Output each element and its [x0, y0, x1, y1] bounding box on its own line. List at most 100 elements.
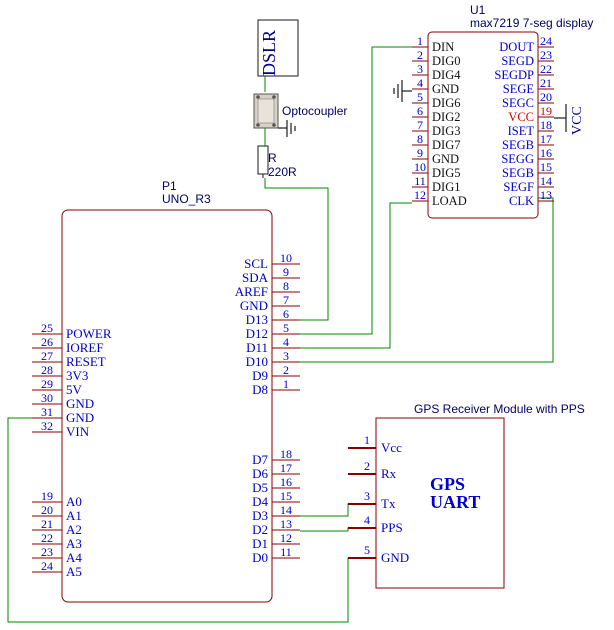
pin-number: 10	[280, 251, 292, 265]
wire-d11-load	[300, 202, 412, 349]
pin-number: 9	[283, 265, 289, 279]
wire-resistor-d13	[264, 178, 329, 321]
pin-number: 13	[280, 517, 292, 531]
pin-name: POWER	[66, 326, 112, 341]
pin-name: A5	[66, 564, 82, 579]
pin-name: D3	[252, 508, 268, 523]
pin-number: 29	[41, 377, 53, 391]
pin-number: 17	[540, 132, 552, 146]
pin-number: 19	[540, 104, 552, 118]
pin-number: 27	[41, 349, 53, 363]
resistor-ref: R	[268, 151, 277, 165]
optocoupler-label: Optocoupler	[282, 104, 347, 118]
vcc-label: VCC	[570, 106, 585, 135]
u1-right-pins: 24DOUT23SEGD22SEGDP21SEGE20SEGC19VCC18IS…	[494, 34, 554, 208]
pin-name: Tx	[381, 496, 396, 511]
pin-name: D8	[252, 382, 268, 397]
pin-number: 5	[417, 90, 423, 104]
pin-number: 19	[41, 489, 53, 503]
pin-number: 11	[414, 174, 426, 188]
pin-name: DIG1	[432, 180, 460, 194]
pin-name: 3V3	[66, 368, 88, 383]
pin-number: 30	[41, 391, 53, 405]
optocoupler-pin	[256, 123, 260, 127]
pin-number: 15	[280, 489, 292, 503]
pin-name: DIG7	[432, 138, 460, 152]
pin-number: 6	[283, 307, 289, 321]
pin-number: 24	[540, 34, 552, 48]
pin-name: A3	[66, 536, 82, 551]
pin-name: SEGG	[501, 152, 534, 166]
pin-name: DIG5	[432, 166, 460, 180]
pin-number: 4	[417, 76, 423, 90]
pin-number: 31	[41, 405, 53, 419]
pin-number: 22	[41, 531, 53, 545]
pin-number: 14	[280, 503, 292, 517]
optocoupler-core	[257, 98, 275, 124]
pin-number: 5	[364, 543, 370, 557]
pin-number: 23	[41, 545, 53, 559]
optocoupler-component: Optocoupler	[253, 93, 347, 146]
pin-name: VIN	[66, 424, 90, 439]
pin-name: D9	[252, 368, 268, 383]
u1-body	[427, 31, 539, 219]
pin-name: DIN	[432, 40, 454, 54]
pin-number: 8	[283, 279, 289, 293]
p1-name: UNO_R3	[162, 192, 211, 206]
pin-number: 32	[41, 419, 53, 433]
pin-number: 14	[540, 174, 552, 188]
pin-name: 5V	[66, 382, 83, 397]
pin-number: 21	[41, 517, 53, 531]
pin-name: GND	[66, 410, 94, 425]
gps-title: GPS Receiver Module with PPS	[414, 402, 585, 416]
pin-number: 10	[414, 160, 426, 174]
pin-name: D1	[252, 536, 268, 551]
pin-number: 2	[364, 459, 370, 473]
optocoupler-pin	[256, 95, 260, 99]
pin-name: GND	[432, 152, 459, 166]
pin-name: D13	[246, 312, 268, 327]
pin-number: 2	[283, 363, 289, 377]
u1-ref: U1	[470, 3, 486, 17]
p1-ref: P1	[162, 179, 177, 193]
resistor-component: R 220R	[257, 145, 297, 179]
resistor-value: 220R	[268, 165, 297, 179]
pin-name: D6	[252, 466, 268, 481]
pin-number: 9	[417, 146, 423, 160]
pin-name: AREF	[235, 284, 268, 299]
pin-name: A0	[66, 494, 82, 509]
pin-name: GND	[381, 550, 409, 565]
pin-number: 1	[364, 433, 370, 447]
pin-name: Rx	[381, 466, 397, 481]
pin-name: A2	[66, 522, 82, 537]
pin-number: 4	[364, 513, 370, 527]
pin-name: SEGE	[503, 82, 535, 96]
pin-name: SEGF	[503, 180, 534, 194]
pin-name: ISET	[508, 124, 535, 138]
pin-name: SCL	[244, 256, 268, 271]
pin-name: SEGB	[502, 138, 534, 152]
pin-name: D12	[246, 326, 268, 341]
pin-name: IOREF	[66, 340, 104, 355]
pin-name: LOAD	[432, 194, 467, 208]
optocoupler-pin	[272, 123, 276, 127]
dslr-box	[257, 19, 299, 77]
pin-name: DIG3	[432, 124, 460, 138]
pin-number: 15	[540, 160, 552, 174]
pin-number: 12	[280, 531, 292, 545]
gps-body-line2: UART	[430, 492, 480, 512]
pin-name: D7	[252, 452, 268, 467]
pin-name: RESET	[66, 354, 106, 369]
pin-number: 28	[41, 363, 53, 377]
pin-number: 5	[283, 321, 289, 335]
pin-name: DIG0	[432, 54, 460, 68]
pin-number: 12	[414, 188, 426, 202]
pin-name: DOUT	[499, 40, 534, 54]
vcc-symbol: VCC	[554, 104, 585, 135]
pin-number: 26	[41, 335, 53, 349]
pin-name: SDA	[242, 270, 269, 285]
pin-number: 16	[540, 146, 552, 160]
